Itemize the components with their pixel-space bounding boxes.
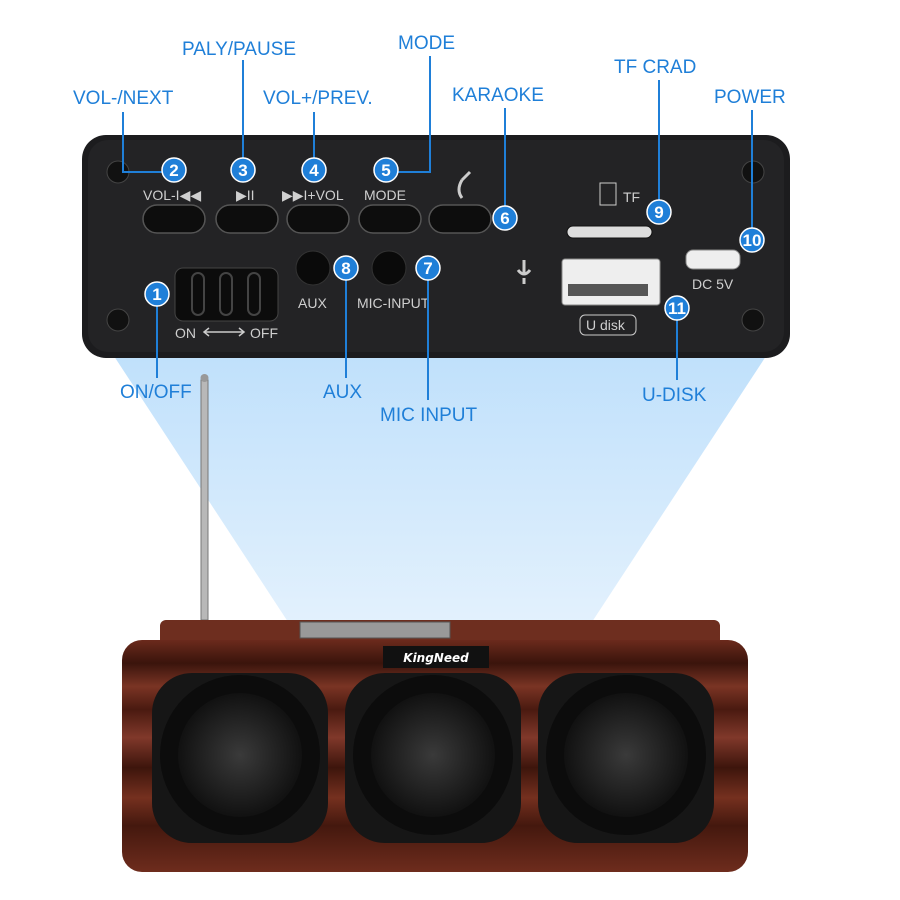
play-pause-button[interactable]	[215, 204, 279, 234]
mode-button[interactable]	[358, 204, 422, 234]
badge-11: 11	[668, 299, 686, 318]
brand-badge	[383, 646, 489, 668]
callout-lines	[122, 56, 753, 400]
label-mode: MODE	[398, 33, 455, 54]
dc-power-port[interactable]	[685, 249, 741, 270]
badge-3: 3	[238, 161, 247, 180]
badge-5: 5	[381, 161, 390, 180]
badge-7: 7	[423, 259, 432, 278]
label-play-pause: PALY/PAUSE	[182, 39, 296, 60]
screw-icon	[106, 308, 130, 332]
label-mic-input: MIC INPUT	[380, 405, 478, 426]
mic-jack[interactable]	[371, 250, 407, 286]
label-aux: AUX	[323, 382, 362, 403]
aux-panel-label: AUX	[298, 295, 327, 311]
vol-minus-button[interactable]	[142, 204, 206, 234]
badge-8: 8	[341, 259, 350, 278]
badge-9: 9	[654, 203, 663, 222]
dc-label: DC 5V	[692, 276, 734, 292]
label-vol-next: VOL-/NEXT	[73, 88, 174, 109]
tf-label: TF	[623, 189, 640, 205]
speaker-drivers	[152, 673, 714, 843]
arrow-icon	[202, 327, 246, 337]
play-label: ▶II	[236, 187, 255, 203]
badge-2: 2	[169, 161, 178, 180]
number-badges	[144, 157, 765, 321]
badge-10: 10	[743, 231, 762, 250]
mic-panel-label: MIC-INPUT	[357, 295, 430, 311]
label-on-off: ON/OFF	[120, 382, 192, 403]
label-power: POWER	[714, 87, 786, 108]
vol-minus-label: VOL-I◀◀	[143, 187, 201, 203]
vol-plus-label: ▶▶I+VOL	[282, 187, 344, 203]
vol-plus-button[interactable]	[286, 204, 350, 234]
label-karaoke: KARAOKE	[452, 85, 544, 106]
udisk-label: U disk	[586, 317, 626, 333]
wooden-speaker: KingNeed	[122, 620, 748, 872]
karaoke-mic-icon	[457, 170, 472, 199]
screw-icon	[741, 308, 765, 332]
label-tf-card: TF CRAD	[614, 57, 696, 78]
aux-jack[interactable]	[295, 250, 331, 286]
on-label: ON	[175, 325, 196, 341]
badge-6: 6	[500, 209, 509, 228]
mode-label: MODE	[364, 187, 406, 203]
tf-card-icon	[599, 182, 617, 206]
usb-port[interactable]	[561, 258, 661, 306]
off-label: OFF	[250, 325, 278, 341]
karaoke-button[interactable]	[428, 204, 492, 234]
udisk-icon	[579, 314, 637, 336]
brand-logo: KingNeed	[403, 651, 469, 665]
label-u-disk: U-DISK	[642, 385, 707, 406]
microphone-icon	[516, 260, 532, 284]
tf-card-slot[interactable]	[566, 225, 653, 239]
back-panel: VOL-I◀◀ ▶II ▶▶I+VOL MODE AUX MIC-INPUT T…	[82, 135, 790, 358]
light-cone	[110, 350, 770, 625]
label-vol-prev: VOL+/PREV.	[263, 88, 373, 109]
badge-4: 4	[309, 161, 319, 180]
power-switch[interactable]	[174, 267, 279, 322]
badge-1: 1	[152, 285, 161, 304]
antenna	[200, 374, 209, 621]
